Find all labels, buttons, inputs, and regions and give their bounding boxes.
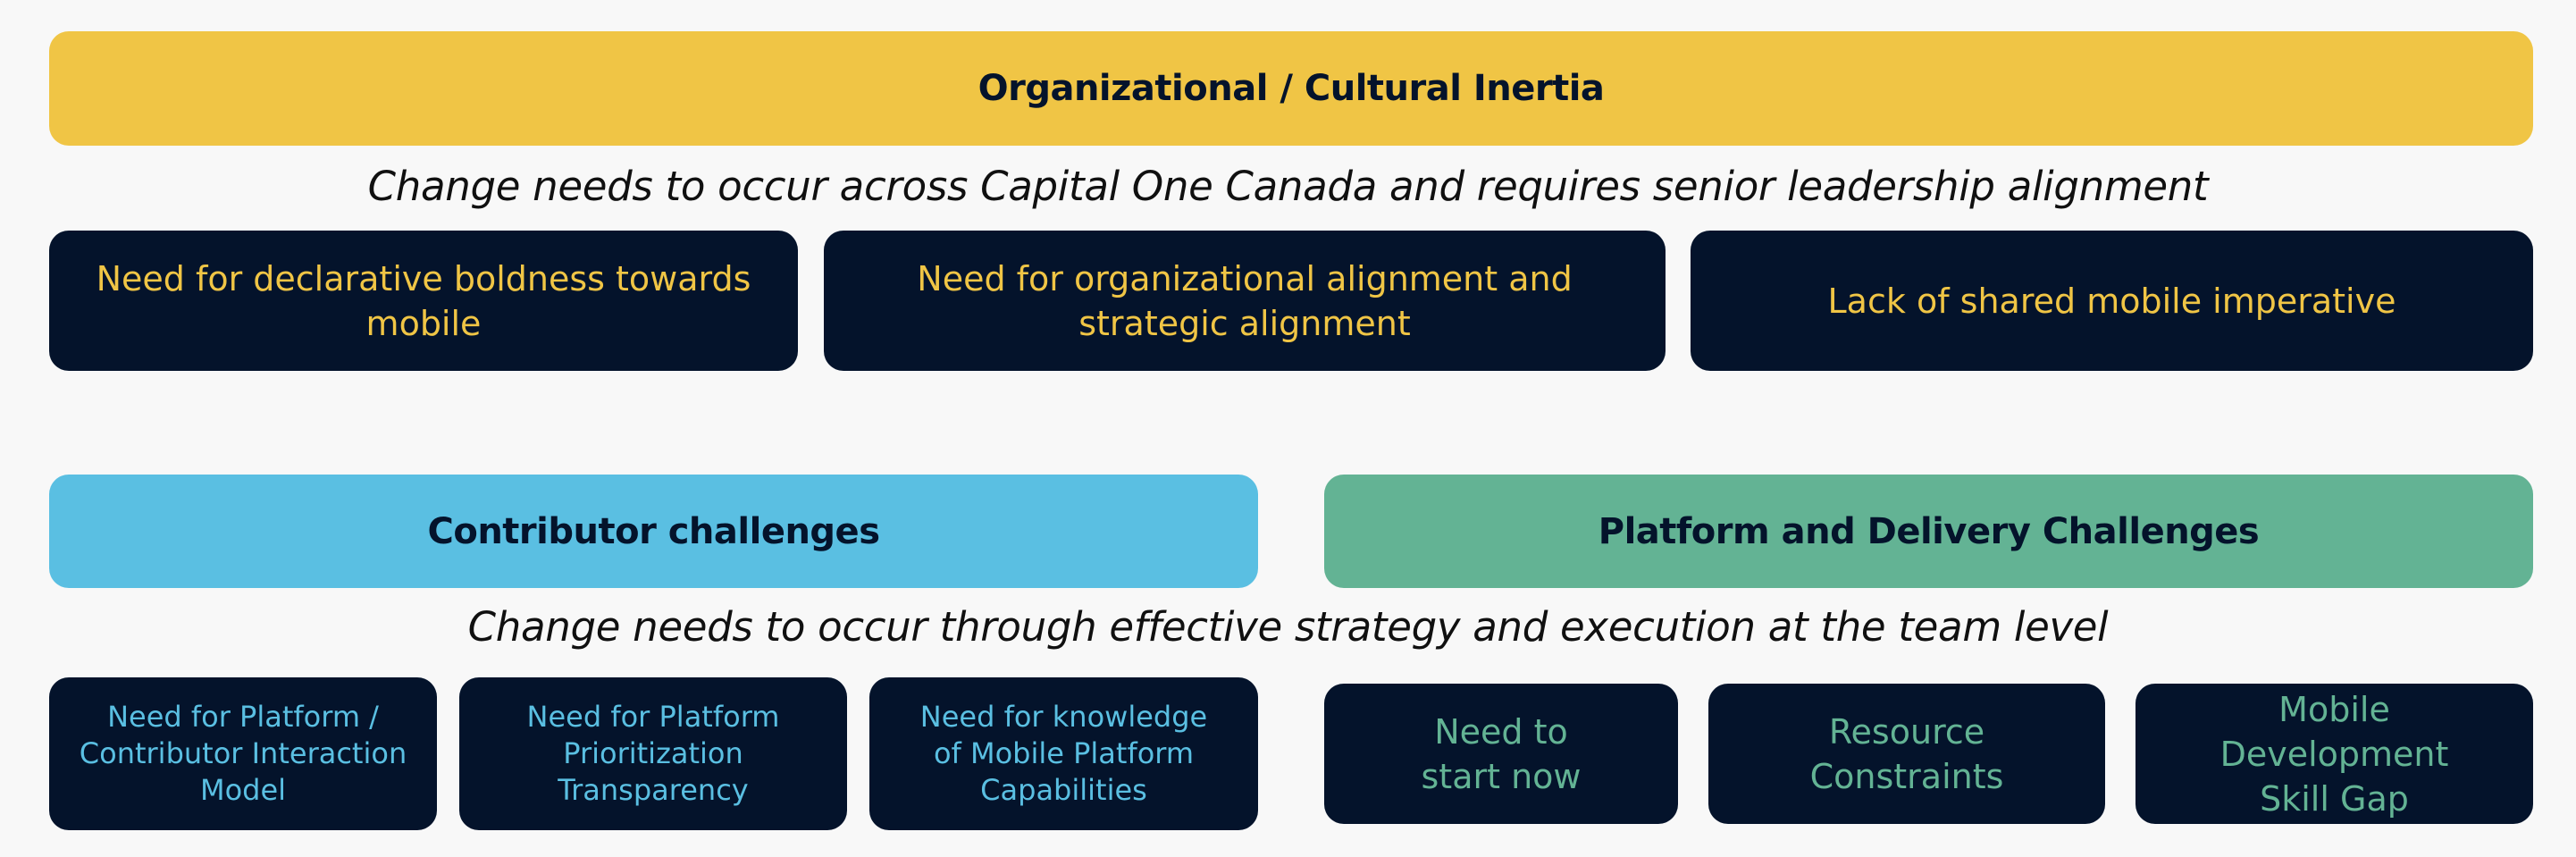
contributor-box-platform-capabilities: Need for knowledge of Mobile Platform Ca… [869, 677, 1258, 830]
org-box-declarative-boldness: Need for declarative boldness towards mo… [49, 231, 798, 371]
contributor-box-label: Need for Platform / Contributor Interact… [79, 700, 407, 807]
platform-box-start-now: Need to start now [1324, 684, 1678, 824]
contributor-challenges-header: Contributor challenges [49, 475, 1258, 588]
contributor-box-label: Need for knowledge of Mobile Platform Ca… [919, 700, 1208, 807]
platform-box-label: Resource Constraints [1809, 711, 2004, 796]
team-level-subtitle: Change needs to occur through effective … [467, 603, 2109, 651]
org-box-label: Need for declarative boldness towards mo… [96, 258, 751, 343]
platform-box-label: Need to start now [1421, 711, 1582, 796]
platform-delivery-header: Platform and Delivery Challenges [1324, 475, 2533, 588]
contributor-box-interaction-model: Need for Platform / Contributor Interact… [49, 677, 437, 830]
org-box-label: Lack of shared mobile imperative [1827, 281, 2396, 321]
org-box-organizational-alignment: Need for organizational alignment and st… [824, 231, 1666, 371]
platform-box-resource-constraints: Resource Constraints [1708, 684, 2105, 824]
organizational-subtitle: Change needs to occur across Capital One… [367, 163, 2209, 210]
contributor-box-label: Need for Platform Prioritization Transpa… [526, 700, 780, 807]
contributor-box-prioritization-transparency: Need for Platform Prioritization Transpa… [459, 677, 847, 830]
org-box-shared-mobile-imperative: Lack of shared mobile imperative [1691, 231, 2533, 371]
platform-box-label: Mobile Development Skill Gap [2219, 689, 2449, 819]
platform-box-skill-gap: Mobile Development Skill Gap [2135, 684, 2533, 824]
org-box-label: Need for organizational alignment and st… [917, 258, 1573, 343]
organizational-inertia-header: Organizational / Cultural Inertia [49, 31, 2533, 146]
